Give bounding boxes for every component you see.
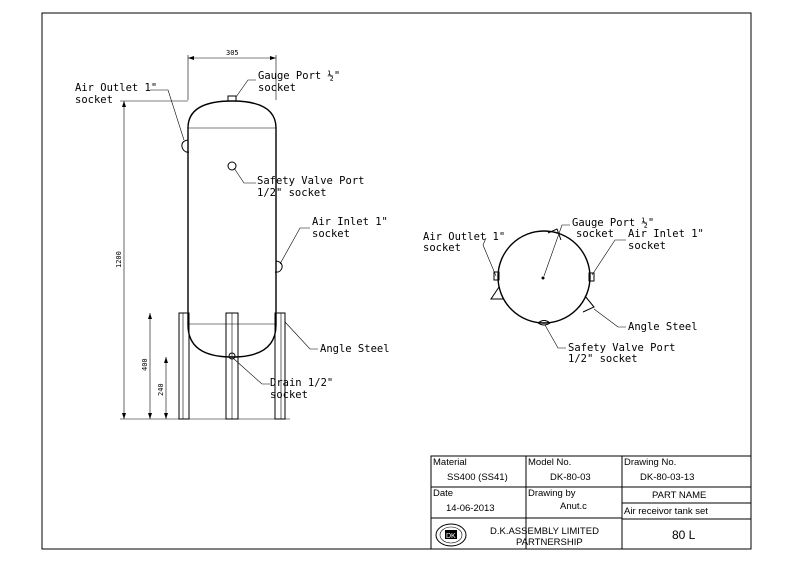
top-air-outlet-socket xyxy=(493,271,500,281)
top-angle-steel-3 xyxy=(582,295,595,313)
top-gauge-port-label: Gauge Port ½" xyxy=(572,217,654,229)
air-outlet-socket xyxy=(181,139,190,153)
part-name-value: Air receivor tank set xyxy=(624,506,708,517)
company-logo: DK xyxy=(435,523,467,547)
top-air-inlet-label-2: socket xyxy=(628,240,666,252)
top-view-shell xyxy=(497,230,591,324)
top-gauge-port-socket xyxy=(541,276,545,280)
drawing-no-label: Drawing No. xyxy=(624,457,676,468)
top-safety-valve-socket xyxy=(537,320,551,326)
company-name-line1: D.K.ASSEMBLY LIMITED xyxy=(490,526,599,537)
drain-socket xyxy=(228,352,236,360)
top-angle-steel-1 xyxy=(547,228,562,241)
part-name-label: PART NAME xyxy=(652,490,706,501)
drawn-by-label: Drawing by xyxy=(528,488,576,499)
air-inlet-socket xyxy=(274,260,283,273)
top-angle-steel-label: Angle Steel xyxy=(628,321,698,333)
tank-body xyxy=(187,100,277,358)
dim-leg-a: 400 xyxy=(141,358,149,371)
svg-text:DK: DK xyxy=(446,533,456,540)
side-drain-label: Drain 1/2" xyxy=(270,377,333,389)
material-label: Material xyxy=(433,457,467,468)
side-air-outlet-label-2: socket xyxy=(75,94,113,106)
title-block: Material SS400 (SS41) Model No. DK-80-03… xyxy=(430,455,752,550)
top-safety-valve-label: Safety Valve Port xyxy=(568,342,675,354)
tank-legs xyxy=(178,312,286,420)
model-label: Model No. xyxy=(528,457,571,468)
dim-leg-b: 240 xyxy=(157,383,165,396)
material-value: SS400 (SS41) xyxy=(447,472,508,483)
top-view: Gauge Port ½" socket Air Outlet 1" socke… xyxy=(423,217,704,365)
dim-height: 1200 xyxy=(115,251,123,268)
top-air-outlet-label: Air Outlet 1" xyxy=(423,231,505,243)
side-gauge-port-label: Gauge Port ½" xyxy=(258,70,340,82)
capacity-value: 80 L xyxy=(672,528,696,542)
top-gauge-port-label-2: socket xyxy=(576,228,614,240)
side-air-inlet-label: Air Inlet 1" xyxy=(312,216,388,228)
top-air-inlet-label: Air Inlet 1" xyxy=(628,228,704,240)
date-value: 14-06-2013 xyxy=(446,503,495,514)
side-drain-label-2: socket xyxy=(270,389,308,401)
side-air-inlet-label-2: socket xyxy=(312,228,350,240)
gauge-port-socket xyxy=(227,95,237,102)
top-safety-valve-label-2: 1/2" socket xyxy=(568,353,638,365)
safety-valve-socket xyxy=(227,161,237,171)
top-air-outlet-label-2: socket xyxy=(423,242,461,254)
side-safety-valve-label: Safety Valve Port xyxy=(257,175,364,187)
drawing-no-value: DK-80-03-13 xyxy=(640,472,694,483)
side-air-outlet-label: Air Outlet 1" xyxy=(75,82,157,94)
dim-width: 305 xyxy=(226,49,239,57)
top-angle-steel-2 xyxy=(490,286,503,300)
top-air-inlet-socket xyxy=(588,272,595,282)
side-view: 305 1200 400 240 Air Outlet 1" socket Ga… xyxy=(75,49,390,420)
drawn-by-value: Anut.c xyxy=(560,501,587,512)
model-value: DK-80-03 xyxy=(550,472,591,483)
side-angle-steel-label: Angle Steel xyxy=(320,343,390,355)
company-name-line2: PARTNERSHIP xyxy=(516,537,583,548)
date-label: Date xyxy=(433,488,453,499)
side-safety-valve-label-2: 1/2" socket xyxy=(257,187,327,199)
sheet-border xyxy=(41,12,752,550)
side-gauge-port-label-2: socket xyxy=(258,82,296,94)
